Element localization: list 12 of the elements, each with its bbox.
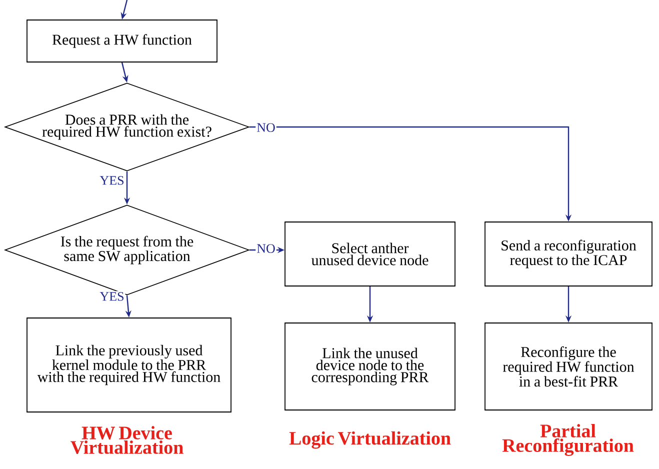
edge-label: YES (98, 291, 126, 302)
column-caption: Logic Virtualization (289, 431, 451, 449)
process-box: Send a reconfiguration request to the ICAP (484, 222, 652, 286)
process-box: Select anther unused device node (284, 222, 456, 286)
process-box: Link the unused device node to the corresponding PRR (284, 322, 456, 410)
process-box: Request a HW function (26, 20, 218, 62)
edge-label: NO (256, 243, 276, 254)
process-box: Reconfigure the required HW function in a best-fit PRR (484, 322, 652, 410)
edge-label: YES (98, 175, 126, 186)
edge-label: NO (256, 122, 276, 133)
column-caption: Partial Reconfiguration (502, 424, 634, 456)
process-box: Link the previously used kernel module to the PRR with the required HW function (26, 318, 232, 412)
